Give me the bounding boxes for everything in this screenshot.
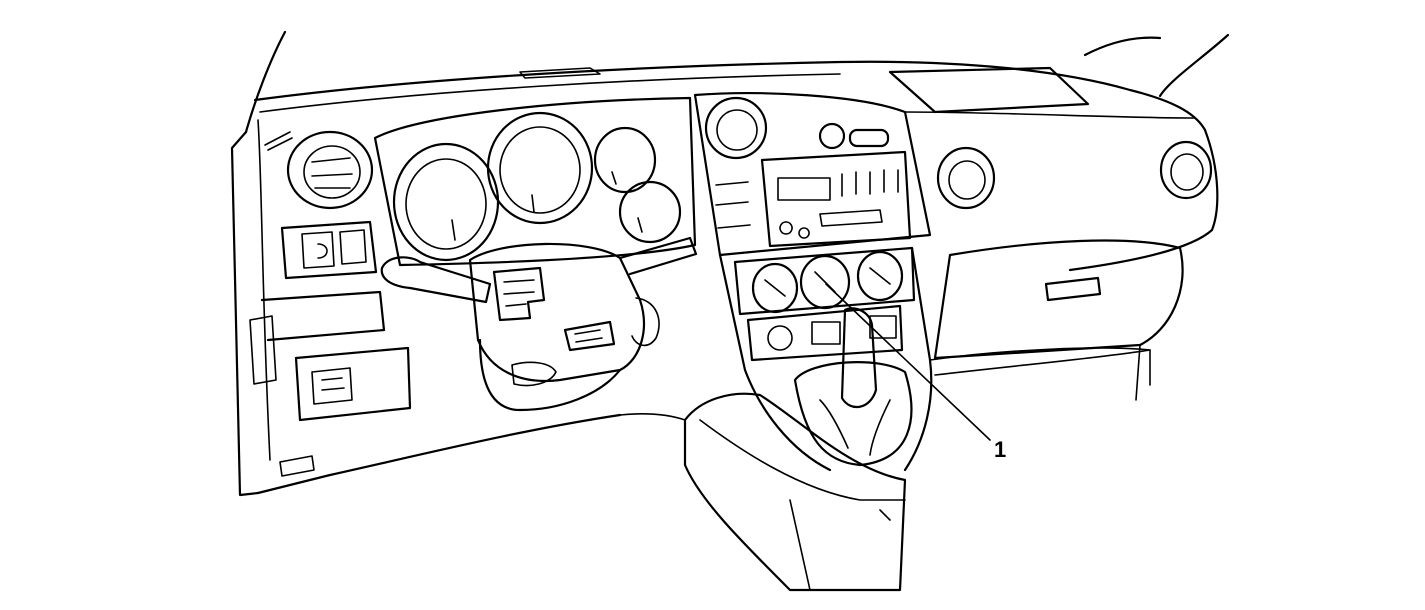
speedometer-needle [451, 219, 456, 241]
hvac-knob-grips [764, 267, 891, 297]
passenger-airbag-panel [888, 66, 1090, 114]
ignition-connector-detail [503, 279, 535, 307]
right-side-vent [1159, 140, 1213, 200]
speedometer-gauge [392, 142, 500, 262]
callout-1-leader [825, 283, 991, 441]
radio-unit [760, 150, 912, 248]
steering-column-shroud [468, 242, 645, 382]
hazard-button [818, 122, 846, 150]
radio-knobs [779, 221, 810, 239]
clock-display [848, 128, 890, 148]
fuse-panel-detail [311, 367, 353, 405]
ignition-connector [492, 266, 546, 322]
dash-left-end-inner [257, 119, 271, 461]
power-outlet [767, 325, 793, 351]
hvac-temp-knob [799, 254, 851, 310]
radio-buttons [841, 169, 899, 197]
console-lower-seam [789, 499, 891, 591]
dash-left-bottom [256, 413, 622, 495]
fuse-panel [294, 346, 412, 422]
hood-release [249, 315, 277, 385]
turn-signal-stalk [380, 256, 492, 304]
lower-switch-2 [869, 315, 897, 339]
dash-left-bottom-pocket [279, 455, 315, 477]
column-lower-cover [511, 361, 557, 387]
shifter-boot-folds [819, 399, 891, 456]
console-front [683, 392, 907, 592]
fuel-gauge-needle [611, 171, 617, 185]
floor-right [929, 347, 1151, 361]
knee-panel-upper [260, 290, 386, 342]
dash-right-upper-trim [904, 111, 1196, 119]
tachometer-gauge [486, 111, 594, 225]
hvac-mode-knob [856, 250, 904, 302]
temp-gauge-needle [637, 217, 643, 233]
center-stack-side-right [903, 246, 933, 472]
glove-box-handle [1044, 276, 1102, 302]
right-pillar-top [1083, 36, 1162, 57]
dash-left-end [230, 130, 260, 497]
hvac-panel [733, 246, 916, 316]
left-air-vent-louvres [311, 157, 353, 189]
shifter-boot [793, 361, 913, 467]
tilt-lever-detail [574, 329, 603, 343]
fuel-gauge [593, 126, 657, 194]
tachometer-inner [499, 126, 581, 214]
headlamp-switch-knobs [301, 229, 367, 269]
console-front-edge [699, 419, 906, 501]
dash-top-edge [253, 60, 1207, 132]
dash-left-end-vent-marks [264, 131, 293, 151]
shift-lever [840, 307, 878, 408]
dash-right-end [1068, 128, 1219, 272]
right-center-vent [936, 146, 996, 210]
headlamp-switch-panel [280, 220, 378, 280]
glove-box [933, 239, 1184, 360]
floor-right-lower [1135, 344, 1141, 401]
lower-switch-1 [811, 321, 841, 345]
floor-left [619, 413, 686, 421]
temp-gauge [618, 180, 682, 244]
center-air-vent-left-inner [716, 109, 758, 151]
tilt-lever [563, 320, 616, 352]
cassette-slot [819, 209, 883, 227]
left-air-vent [286, 130, 374, 210]
dash-top-inner-edge [259, 73, 841, 113]
steering-column-lower [478, 338, 622, 412]
center-stack-side-left [718, 253, 832, 472]
right-side-vent-inner [1170, 153, 1204, 191]
left-a-pillar [244, 30, 287, 134]
defroster-vent [519, 67, 601, 79]
radio-display [777, 177, 831, 201]
callout-1-label: 1 [994, 437, 1006, 462]
lower-switch-panel [746, 304, 904, 362]
center-stack-side-slots [715, 181, 751, 229]
tachometer-needle [531, 194, 535, 213]
right-center-vent-inner [948, 160, 986, 200]
center-stack-upper [693, 92, 932, 257]
hvac-fan-knob [751, 262, 799, 314]
column-bracket [631, 297, 660, 347]
left-air-vent-inner [303, 145, 361, 199]
wiper-stalk [618, 236, 698, 276]
center-air-vent-left [704, 96, 768, 160]
speedometer-inner [405, 158, 487, 250]
right-a-pillar [1158, 33, 1230, 98]
cluster-hood [373, 96, 697, 267]
